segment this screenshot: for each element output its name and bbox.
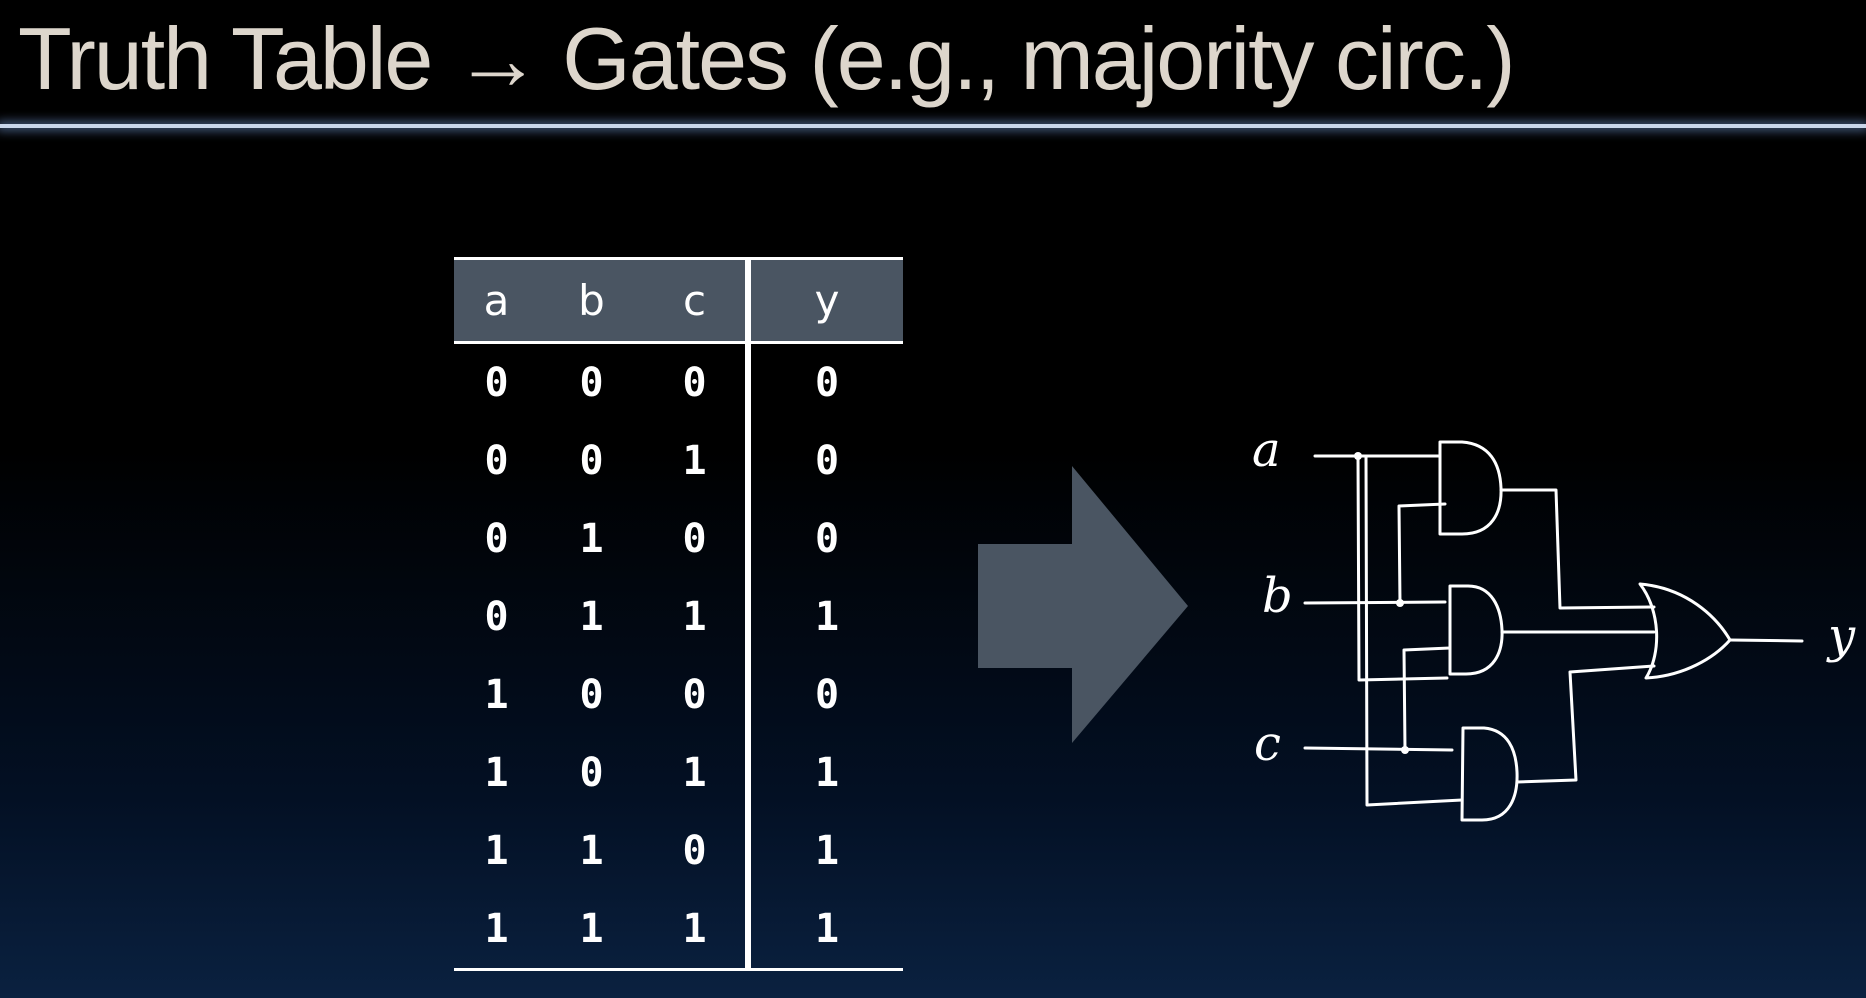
wire-y (1728, 638, 1804, 643)
title-underline (0, 124, 1866, 128)
right-arrow-icon (978, 466, 1188, 743)
cell-b: 1 (539, 890, 644, 971)
cell-a: 1 (484, 672, 509, 718)
header-cell-b: b (539, 257, 644, 344)
and-gate-2 (1448, 584, 1504, 676)
or-gate (1638, 582, 1732, 680)
header-cell-a: a (454, 257, 539, 344)
cell-b: 0 (579, 360, 604, 406)
cell-a: 1 (484, 750, 509, 796)
arrow-shape (978, 466, 1188, 743)
cell-c: 0 (682, 828, 707, 874)
cell-b: 0 (579, 438, 604, 484)
cell-b: 1 (579, 828, 604, 874)
wire-b-tap (1397, 502, 1447, 605)
cell-y: 1 (745, 890, 903, 971)
wire-a-tap (1356, 454, 1449, 682)
majority-circuit-diagram: a b c y (1252, 422, 1856, 822)
output-label-y: y (1826, 608, 1856, 664)
cell-y: 1 (745, 578, 903, 656)
cell-b: 0 (579, 672, 604, 718)
cell-c: 0 (682, 672, 707, 718)
and-gate-1 (1438, 440, 1503, 536)
cell-c: 1 (682, 750, 707, 796)
cell-b: 0 (579, 750, 604, 796)
cell-b: 1 (579, 594, 604, 640)
cell-y: 1 (745, 734, 903, 812)
cell-y: 0 (745, 656, 903, 734)
wire-and1-out (1499, 488, 1656, 610)
cell-b: 1 (579, 516, 604, 562)
wire-c-tap (1402, 646, 1452, 752)
cell-a: 1 (484, 828, 509, 874)
cell-a: 1 (454, 890, 539, 971)
input-label-b: b (1262, 568, 1293, 624)
cell-y: 1 (745, 812, 903, 890)
wire-a-return (1364, 454, 1464, 807)
junction-c (1401, 746, 1409, 754)
cell-c: 1 (682, 438, 707, 484)
cell-y: 0 (745, 342, 903, 422)
cell-c: 0 (682, 360, 707, 406)
wire-and3-out (1515, 664, 1656, 784)
input-label-c: c (1254, 716, 1281, 772)
cell-a: 0 (484, 594, 509, 640)
cell-a: 0 (484, 438, 509, 484)
wire-c (1303, 746, 1454, 752)
cell-c: 1 (644, 890, 748, 971)
cell-a: 0 (484, 360, 509, 406)
cell-c: 0 (682, 516, 707, 562)
input-label-a: a (1252, 422, 1281, 478)
slide-title: Truth Table → Gates (e.g., majority circ… (18, 9, 1516, 108)
cell-c: 1 (682, 594, 707, 640)
cell-y: 0 (745, 500, 903, 578)
junction-b (1396, 599, 1404, 607)
wire-b (1303, 600, 1447, 605)
truth-table-header-row: a b c y (454, 257, 903, 344)
and-gate-3 (1460, 726, 1519, 822)
cell-y: 0 (745, 422, 903, 500)
header-cell-c: c (644, 257, 748, 344)
cell-a: 0 (484, 516, 509, 562)
junction-a (1354, 452, 1362, 460)
header-cell-y: y (745, 257, 903, 344)
